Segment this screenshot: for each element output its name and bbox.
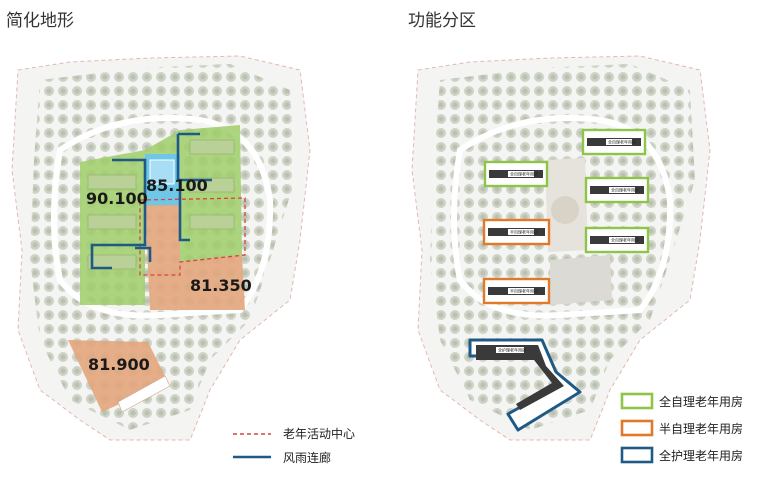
green-zone-buildings <box>87 139 235 270</box>
building-label: 半自理老年用房 <box>510 229 538 235</box>
right-site-plan: 全自理老年用房 全自理老年用房 全自理老年用房 全自理老年用房 半自理老年用房 … <box>411 55 743 464</box>
legend-swatch-half-self-care <box>620 419 654 437</box>
zone-orange-terrain-mid <box>145 205 245 310</box>
elevation-label-orange-mid: 81.350 <box>190 276 252 295</box>
building-full-nursing: 全护理老年用房 <box>468 338 582 432</box>
elevation-label-orange-south: 81.900 <box>88 355 150 374</box>
building-label: 全自理老年用房 <box>611 187 639 193</box>
building-label: 全自理老年用房 <box>608 139 636 145</box>
legend-swatch-full-nursing <box>620 446 654 464</box>
legend-swatch-full-self-care <box>620 392 654 410</box>
buildings-half-self-care: 半自理老年用房 半自理老年用房 <box>482 218 551 305</box>
elevation-label-green: 90.100 <box>86 189 148 208</box>
left-site-plan: 85.100 90.100 81.350 81.900 老年活动中心 风雨连廊 <box>11 55 355 465</box>
elevation-label-blue: 85.100 <box>146 176 208 195</box>
left-panel-title: 简化地形 <box>6 11 74 31</box>
building-label: 全自理老年用房 <box>510 171 538 177</box>
zone-orange-terrain-south <box>68 340 168 412</box>
building-label: 半自理老年用房 <box>510 288 538 294</box>
buildings-full-self-care: 全自理老年用房 全自理老年用房 全自理老年用房 全自理老年用房 <box>483 128 650 254</box>
covered-corridor <box>90 132 212 270</box>
legend-label-activity-center: 老年活动中心 <box>283 426 355 441</box>
right-panel-title: 功能分区 <box>408 11 476 31</box>
legend-label-half-self-care: 半自理老年用房 <box>659 421 743 436</box>
legend-label-corridor: 风雨连廊 <box>283 450 331 465</box>
legend-label-full-self-care: 全自理老年用房 <box>659 394 743 409</box>
legend-label-full-nursing: 全护理老年用房 <box>659 448 743 463</box>
right-road <box>451 115 674 319</box>
activity-center-outline <box>139 197 246 276</box>
building-label: 全护理老年用房 <box>498 347 526 353</box>
left-road <box>51 115 274 319</box>
building-label: 全自理老年用房 <box>611 237 639 243</box>
